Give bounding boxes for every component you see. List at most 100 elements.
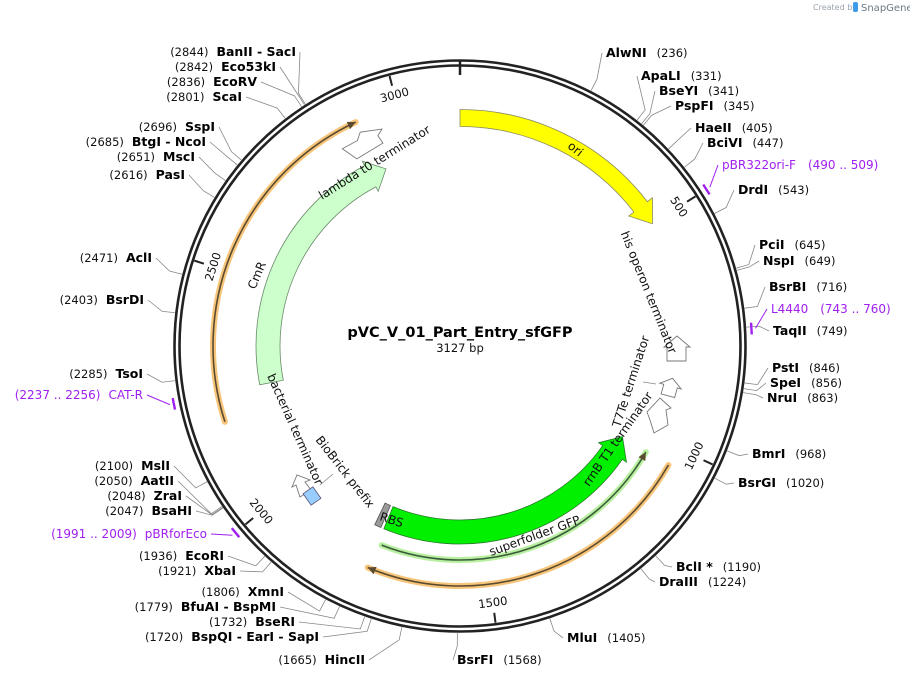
tick-mark — [388, 75, 394, 86]
enzyme-site[interactable]: NruI(863) — [767, 390, 838, 405]
terminator-rrnb-t1-icon[interactable] — [646, 397, 672, 434]
enzyme-site[interactable]: (2100)MslI — [95, 458, 170, 473]
label-bacterial-terminator: bacterial terminator — [264, 372, 326, 488]
features-layer — [210, 109, 692, 589]
biobrick-label-line — [319, 473, 334, 486]
t7te-label-line — [642, 381, 657, 385]
enzyme-line — [640, 568, 656, 583]
enzyme-line — [147, 299, 175, 314]
tick-mark — [194, 259, 205, 265]
enzyme-site[interactable]: PciI(645) — [759, 237, 825, 252]
enzyme-line — [726, 450, 749, 457]
enzyme-site[interactable]: (2844)BanII - SacI — [170, 44, 296, 59]
orf-arrowheads — [346, 121, 646, 575]
plasmid-name: pVC_V_01_Part_Entry_sfGFP — [347, 325, 573, 341]
enzyme-site[interactable]: BseYI(341) — [659, 83, 739, 98]
enzyme-site[interactable]: (1779)BfuAI - BspMI — [135, 599, 276, 614]
plasmid-title-block: pVC_V_01_Part_Entry_sfGFP 3127 bp — [347, 325, 573, 355]
enzyme-site[interactable]: (2285)TsoI — [69, 366, 143, 381]
enzyme-site[interactable]: (1806)XmnI — [202, 584, 284, 599]
enzyme-site[interactable]: BsrGI(1020) — [738, 475, 824, 490]
enzyme-line — [245, 96, 286, 119]
enzyme-line — [177, 480, 223, 515]
primer-label[interactable]: (1991 .. 2009)pBRforEco — [51, 527, 207, 541]
enzyme-site[interactable]: DraIII(1224) — [659, 574, 746, 589]
enzyme-site[interactable]: (2403)BsrDI — [60, 292, 144, 307]
enzyme-site[interactable]: (2048)ZraI — [107, 488, 182, 503]
enzyme-site[interactable]: (2471)AclI — [80, 250, 152, 265]
enzyme-line — [668, 127, 692, 150]
arrowhead-icon — [346, 121, 356, 130]
orf-line-gfp[interactable] — [381, 451, 647, 561]
primer-mark[interactable] — [171, 397, 177, 410]
enzyme-site[interactable]: SpeI(856) — [770, 375, 842, 390]
enzyme-line — [239, 561, 272, 573]
enzyme-site[interactable]: (2651)MscI — [117, 149, 195, 164]
enzyme-site[interactable]: (2836)EcoRV — [167, 74, 257, 89]
enzyme-site[interactable]: (2842)Eco53kI — [175, 59, 276, 74]
primer-label[interactable]: pBR322ori-F(490 .. 509) — [722, 158, 878, 172]
feature-superfolder-gfp[interactable] — [383, 436, 628, 545]
feature-biobrick-prefix[interactable] — [302, 486, 322, 506]
enzyme-line — [188, 174, 215, 198]
enzyme-site[interactable]: TaqII(749) — [773, 323, 848, 338]
enzyme-site[interactable]: (1665)HincII — [278, 652, 365, 667]
enzyme-site[interactable]: (2685)BtgI - NcoI — [86, 134, 206, 149]
enzyme-site[interactable]: NspI(649) — [763, 253, 835, 268]
enzyme-line — [173, 465, 208, 489]
primer-label[interactable]: L4440(743 .. 760) — [771, 302, 891, 316]
enzyme-site[interactable]: (2047)BsaHI — [105, 503, 192, 518]
tick-label: 1500 — [477, 594, 508, 612]
terminator-t7te-icon[interactable] — [657, 375, 683, 399]
orf-line-cmr[interactable] — [212, 121, 357, 423]
enzyme-site[interactable]: (1732)BseRI — [209, 614, 295, 629]
tick-mark — [493, 612, 497, 623]
enzyme-line — [743, 392, 764, 399]
snapgene-branding: Created by SnapGene — [813, 2, 910, 14]
enzyme-site[interactable]: ApaLI(331) — [641, 68, 722, 83]
brand-text: SnapGene — [861, 3, 910, 14]
feature-rbs[interactable] — [374, 502, 391, 529]
orf-line-reverse[interactable] — [367, 464, 670, 587]
enzyme-site[interactable]: AlwNI(236) — [606, 45, 688, 60]
enzyme-site[interactable]: BclI *(1190) — [676, 559, 761, 574]
enzyme-site[interactable]: PspFI(345) — [675, 98, 754, 113]
primer-label[interactable]: (2237 .. 2256)CAT-R — [15, 388, 143, 402]
enzyme-site[interactable]: PstI(846) — [772, 360, 840, 375]
enzyme-line — [736, 260, 760, 271]
enzyme-site[interactable]: (2616)PasI — [109, 167, 185, 182]
enzyme-site[interactable]: DrdI(543) — [738, 182, 809, 197]
snapgene-logo-icon — [853, 2, 858, 12]
enzyme-site[interactable]: (1936)EcoRI — [139, 548, 224, 563]
enzyme-line — [209, 141, 238, 166]
enzyme-line — [643, 105, 672, 126]
enzyme-site[interactable]: (2050)AatII — [94, 473, 174, 488]
enzyme-site[interactable]: HaeII(405) — [695, 120, 773, 135]
enzyme-site[interactable]: BsrBI(716) — [769, 279, 847, 294]
enzyme-line — [744, 367, 769, 386]
terminator-his-operon-icon[interactable] — [662, 335, 692, 362]
enzyme-site[interactable]: (2801)ScaI — [166, 89, 242, 104]
primer-mark[interactable] — [749, 322, 753, 335]
enzyme-site[interactable]: (2696)SspI — [139, 119, 215, 134]
terminator-lambda-t0-icon[interactable] — [340, 128, 385, 161]
enzyme-site[interactable]: BciVI(447) — [707, 135, 783, 150]
enzyme-line — [368, 626, 403, 661]
enzyme-line — [636, 75, 646, 121]
feature-cmr[interactable] — [255, 160, 387, 386]
enzyme-line — [279, 606, 340, 619]
enzyme-line — [195, 507, 224, 516]
enzyme-site[interactable]: BsrFI(1568) — [457, 652, 542, 667]
primer-line — [146, 394, 171, 406]
enzyme-site[interactable]: (1921)XbaI — [158, 563, 236, 578]
tick-label: 3000 — [379, 84, 411, 105]
created-by-text: Created by — [813, 3, 857, 12]
enzyme-site[interactable]: MluI(1405) — [567, 630, 646, 645]
feature-ori[interactable] — [459, 109, 653, 225]
enzyme-site[interactable]: BmrI(968) — [752, 446, 826, 461]
primer-mark[interactable] — [702, 183, 711, 196]
enzyme-line — [590, 52, 603, 91]
primer-mark[interactable] — [230, 527, 241, 538]
enzyme-site[interactable]: (1720)BspQI - EarI - SapI — [145, 629, 319, 644]
